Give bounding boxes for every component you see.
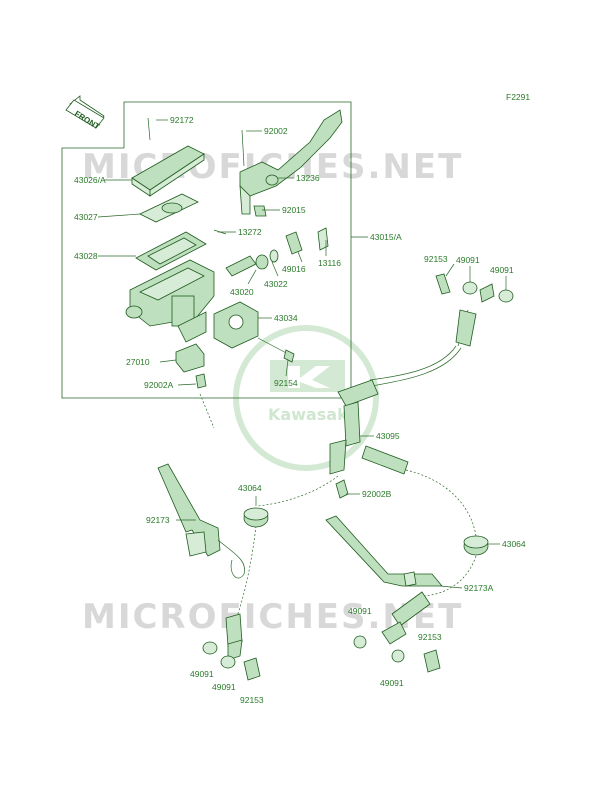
bracket-left <box>157 463 245 579</box>
label-49091-top2: 49091 <box>490 265 514 275</box>
label-43095: 43095 <box>376 431 400 441</box>
label-92172: 92172 <box>170 115 194 125</box>
grommet-right <box>463 535 489 556</box>
label-92153-top: 92153 <box>424 254 448 264</box>
label-92002: 92002 <box>264 126 288 136</box>
label-43020: 43020 <box>230 287 254 297</box>
label-49091-left1: 49091 <box>190 669 214 679</box>
label-27010: 27010 <box>126 357 150 367</box>
clamp-43034 <box>213 301 259 349</box>
diagram-code: F2291 <box>506 92 530 102</box>
label-43027: 43027 <box>74 212 98 222</box>
label-13116: 13116 <box>318 258 341 268</box>
brake-lever <box>239 109 343 215</box>
label-92153-left: 92153 <box>240 695 264 705</box>
label-49091-right1: 49091 <box>348 606 372 616</box>
label-49091-top1: 49091 <box>456 255 480 265</box>
leader-lines <box>97 119 507 589</box>
grommet-left <box>243 507 269 528</box>
brake-hose-splitter <box>329 379 409 475</box>
master-cylinder-body <box>125 259 215 343</box>
label-43028: 43028 <box>74 251 98 261</box>
piston-assembly <box>225 249 279 277</box>
kawasaki-logo-text: Kawasaki <box>268 405 353 424</box>
label-43022: 43022 <box>264 279 288 289</box>
label-43015A: 43015/A <box>370 232 402 242</box>
label-92153-right: 92153 <box>418 632 442 642</box>
label-49091-right2: 49091 <box>380 678 404 688</box>
part-labels: 92172 92002 43026/A 13236 43027 92015 43… <box>74 115 526 705</box>
label-43026A: 43026/A <box>74 175 106 185</box>
label-43064-right: 43064 <box>502 539 526 549</box>
label-13236: 13236 <box>296 173 320 183</box>
label-43064-left: 43064 <box>238 483 262 493</box>
label-49091-left2: 49091 <box>212 682 236 692</box>
banjo-bolt-top <box>435 273 451 295</box>
dust-boot <box>285 231 303 255</box>
label-92002A: 92002A <box>144 380 174 390</box>
label-43034: 43034 <box>274 313 298 323</box>
boot-13116 <box>317 227 329 251</box>
label-92015: 92015 <box>282 205 306 215</box>
label-92002B: 92002B <box>362 489 392 499</box>
brake-switch <box>175 343 205 373</box>
label-92154: 92154 <box>274 378 298 388</box>
label-13272: 13272 <box>238 227 262 237</box>
bracket-right <box>325 515 443 587</box>
label-92173A: 92173A <box>464 583 494 593</box>
label-49016: 49016 <box>282 264 306 274</box>
label-92173: 92173 <box>146 515 170 525</box>
front-arrow-icon: FRONT <box>65 95 105 131</box>
reservoir-cap <box>131 145 205 197</box>
diaphragm <box>135 231 207 271</box>
hose-fitting-right <box>391 591 431 627</box>
